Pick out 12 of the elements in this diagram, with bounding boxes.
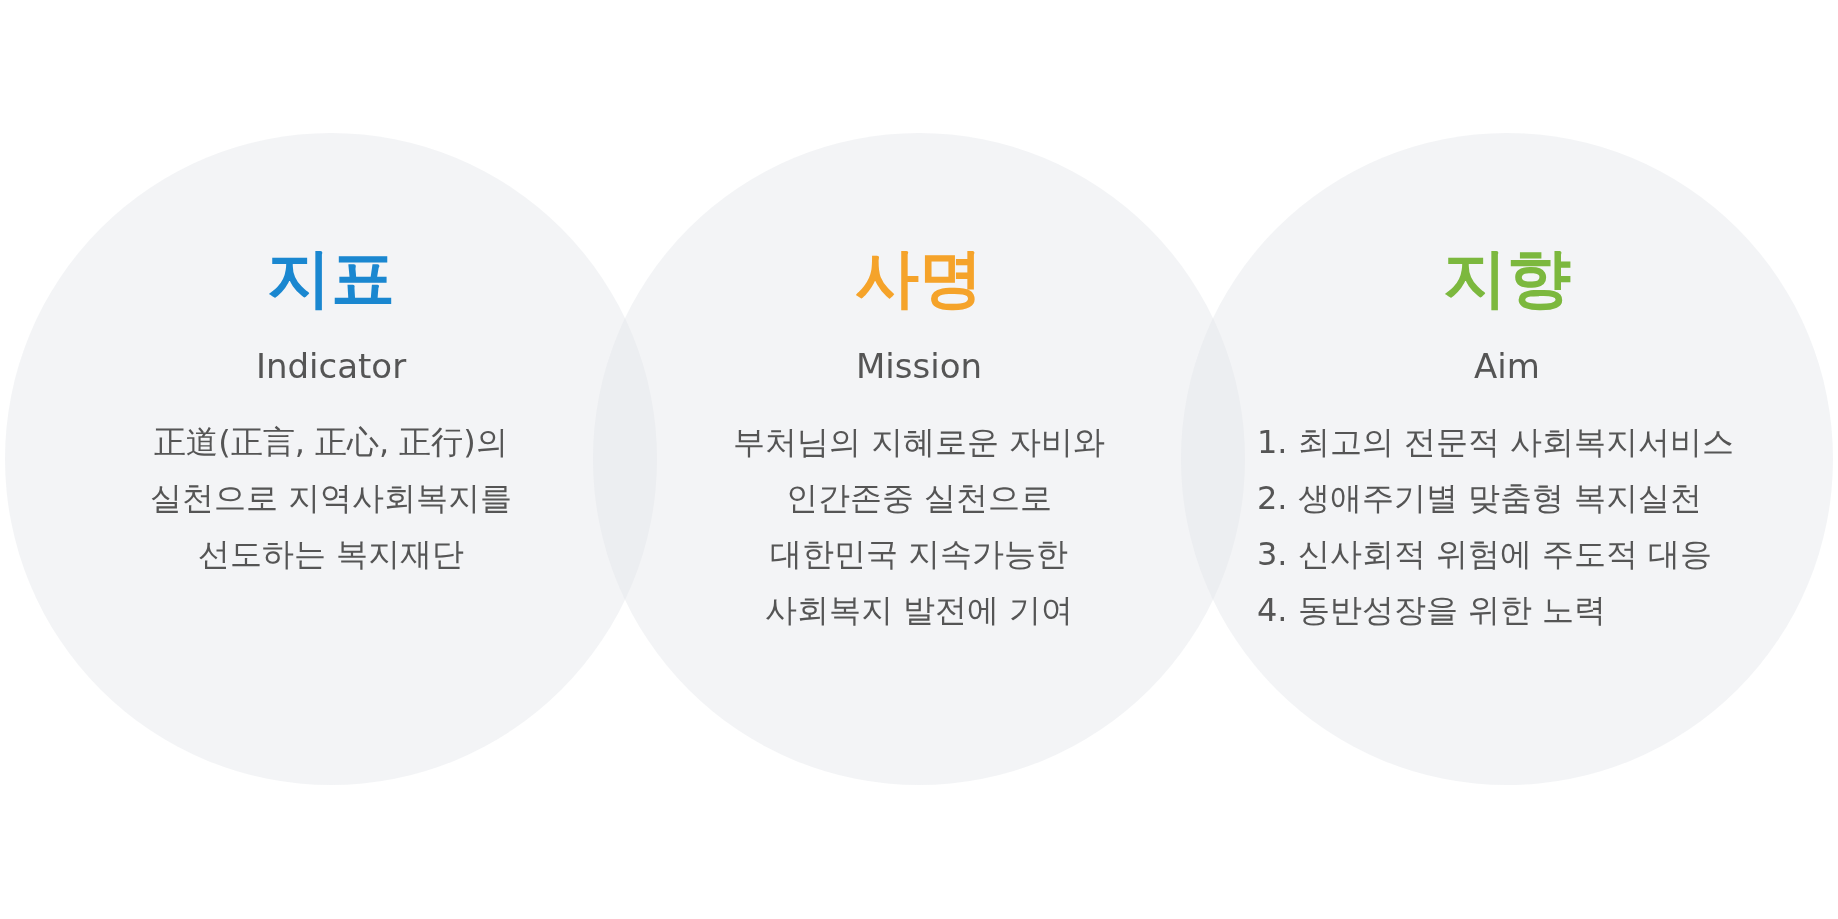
description: 正道(正言, 正心, 正行)의 실천으로 지역사회복지를 선도하는 복지재단 <box>148 422 514 575</box>
description: 부처님의 지혜로운 자비와 인간존중 실천으로 대한민국 지속가능한 사회복지 발전에 기여 <box>731 422 1107 631</box>
subheading: Mission <box>855 345 983 388</box>
list-item: 4. 동반성장을 위한 노력 <box>1257 590 1607 631</box>
subheading: Indicator <box>254 345 408 388</box>
list-item: 3. 신사회적 위험에 주도적 대응 <box>1257 534 1713 575</box>
heading: 지표 <box>266 240 396 317</box>
subheading: Aim <box>1473 345 1541 388</box>
heading: 사명 <box>854 240 984 317</box>
heading: 지향 <box>1442 240 1572 317</box>
list-item: 2. 생애주기별 맞춤형 복지실천 <box>1257 478 1703 519</box>
list-item: 1. 최고의 전문적 사회복지서비스 <box>1257 422 1735 463</box>
